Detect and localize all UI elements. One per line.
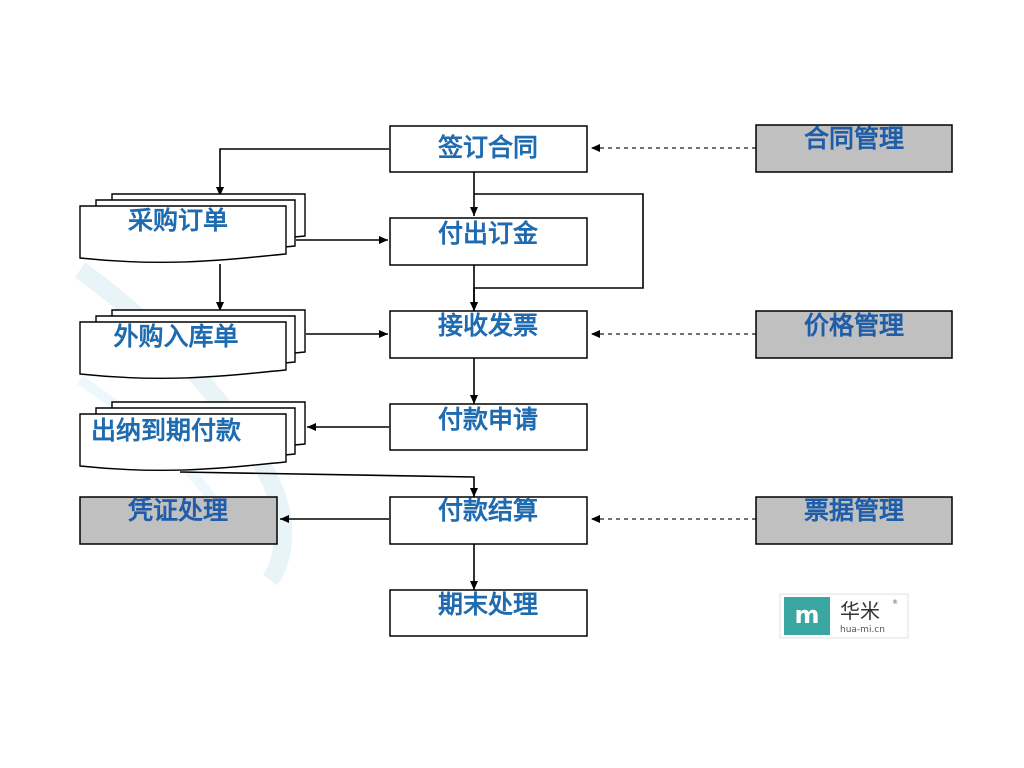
node-period-end[interactable]: 期末处理 — [389, 589, 588, 637]
node-sign-contract[interactable]: 签订合同 — [389, 125, 588, 173]
doc-purchase-order-label: 采购订单 — [128, 206, 228, 235]
doc-cashier-due-payment-label: 出纳到期付款 — [91, 416, 242, 445]
node-bill-mgmt-label: 票据管理 — [804, 496, 904, 525]
node-bill-mgmt[interactable]: 票据管理 — [755, 496, 953, 545]
connector-cashier-to-settlement — [179, 471, 478, 497]
node-price-mgmt[interactable]: 价格管理 — [755, 310, 953, 359]
node-payment-settlement[interactable]: 付款结算 — [389, 496, 588, 545]
connectors — [179, 144, 756, 590]
node-payment-request-label: 付款申请 — [438, 405, 538, 434]
logo-registered-mark: ® — [892, 599, 898, 606]
node-pay-deposit-label: 付出订金 — [438, 219, 539, 248]
doc-cashier-due-payment[interactable]: 出纳到期付款 — [79, 401, 306, 471]
node-payment-request[interactable]: 付款申请 — [389, 403, 588, 451]
node-receive-invoice[interactable]: 接收发票 — [389, 310, 588, 359]
doc-inbound-receipt-label: 外购入库单 — [113, 322, 238, 351]
node-contract-mgmt-label: 合同管理 — [804, 124, 904, 153]
node-period-end-label: 期末处理 — [438, 590, 538, 619]
node-voucher-label: 凭证处理 — [127, 496, 228, 525]
node-voucher[interactable]: 凭证处理 — [79, 496, 278, 545]
huami-logo: m 华米 ® hua-mi.cn — [779, 593, 909, 639]
node-payment-settlement-label: 付款结算 — [438, 496, 538, 525]
node-sign-contract-label: 签订合同 — [437, 133, 538, 162]
connector-contract-to-purchase-order — [216, 148, 389, 196]
node-contract-mgmt[interactable]: 合同管理 — [755, 124, 953, 173]
doc-inbound-receipt[interactable]: 外购入库单 — [79, 309, 306, 379]
node-price-mgmt-label: 价格管理 — [804, 311, 904, 340]
doc-purchase-order[interactable]: 采购订单 — [79, 193, 306, 263]
logo-en-text: hua-mi.cn — [840, 625, 885, 635]
logo-mark: m — [794, 601, 819, 629]
logo-cn-text: 华米 — [840, 599, 880, 623]
node-receive-invoice-label: 接收发票 — [438, 311, 538, 340]
node-pay-deposit[interactable]: 付出订金 — [389, 217, 588, 266]
